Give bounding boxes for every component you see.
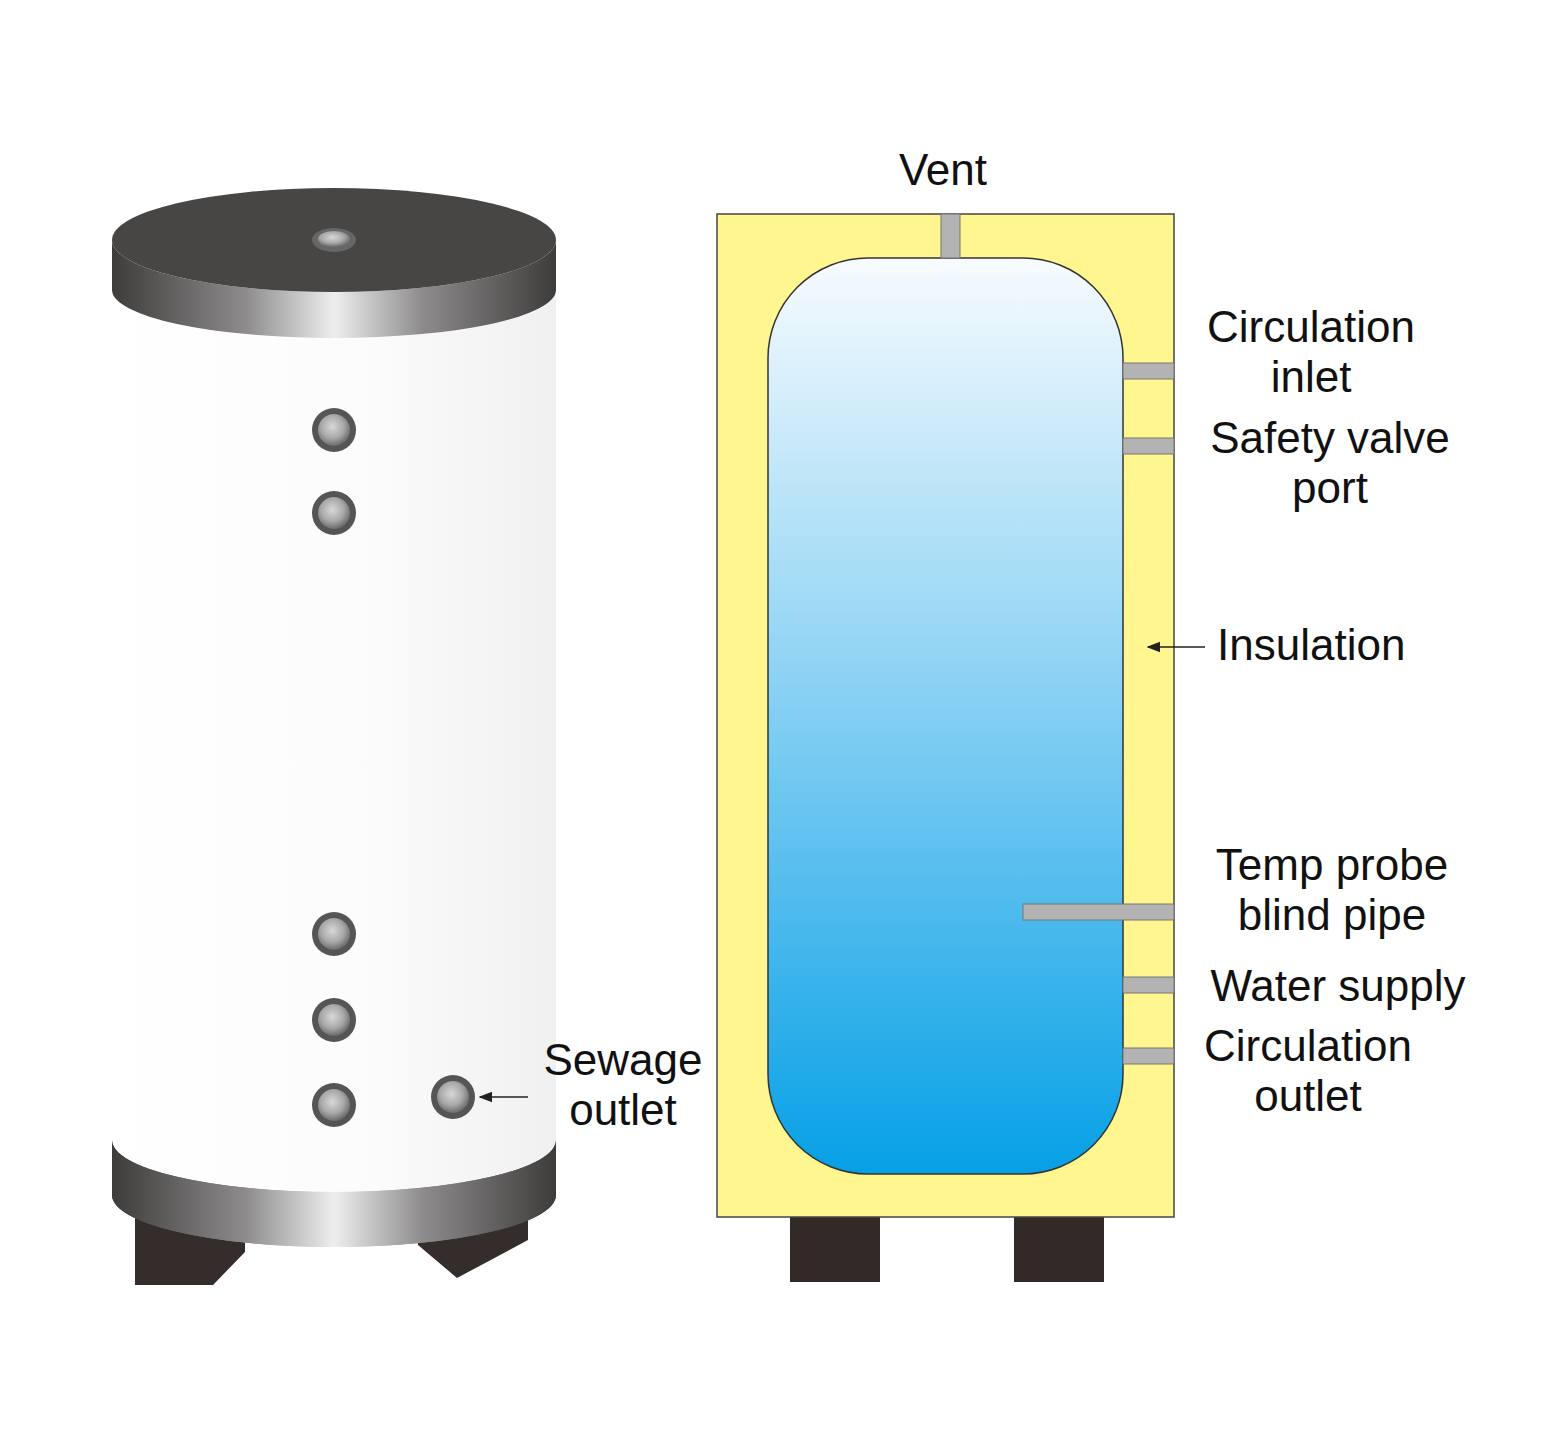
tank-section <box>717 214 1205 1282</box>
tank-top <box>112 188 556 292</box>
leader-arrow <box>480 1096 528 1098</box>
tank-foot <box>1014 1217 1104 1282</box>
callout-label: Circulation inlet <box>1181 302 1441 402</box>
tank-body <box>112 260 556 1192</box>
top-port <box>318 231 350 247</box>
callout-label: Safety valve port <box>1180 413 1480 513</box>
callout-label: Sewage outlet <box>528 1035 718 1135</box>
pipe-stub <box>1123 1048 1174 1064</box>
pipe-stub <box>1123 977 1174 993</box>
leader-arrow <box>1148 646 1205 648</box>
callout-label: Water supply <box>1210 961 1465 1011</box>
pipe-stub <box>1123 438 1174 454</box>
insulation-layer <box>717 214 1174 1217</box>
tank-bottom-band <box>112 1140 556 1247</box>
tank-foot <box>790 1217 880 1282</box>
top-port <box>312 228 356 252</box>
callout-label: Insulation <box>1217 620 1405 670</box>
vent-pipe <box>941 214 960 258</box>
pipe-stub <box>1123 363 1174 379</box>
inner-tank <box>768 258 1123 1174</box>
tank-bottom-band <box>112 1140 556 1247</box>
callout-label: Vent <box>899 145 987 195</box>
probe-pipe <box>1023 904 1174 920</box>
callout-label: Temp probe blind pipe <box>1192 840 1472 940</box>
tank-3d <box>112 188 556 1285</box>
port-circles <box>312 408 475 1127</box>
callout-label: Circulation outlet <box>1178 1021 1438 1121</box>
